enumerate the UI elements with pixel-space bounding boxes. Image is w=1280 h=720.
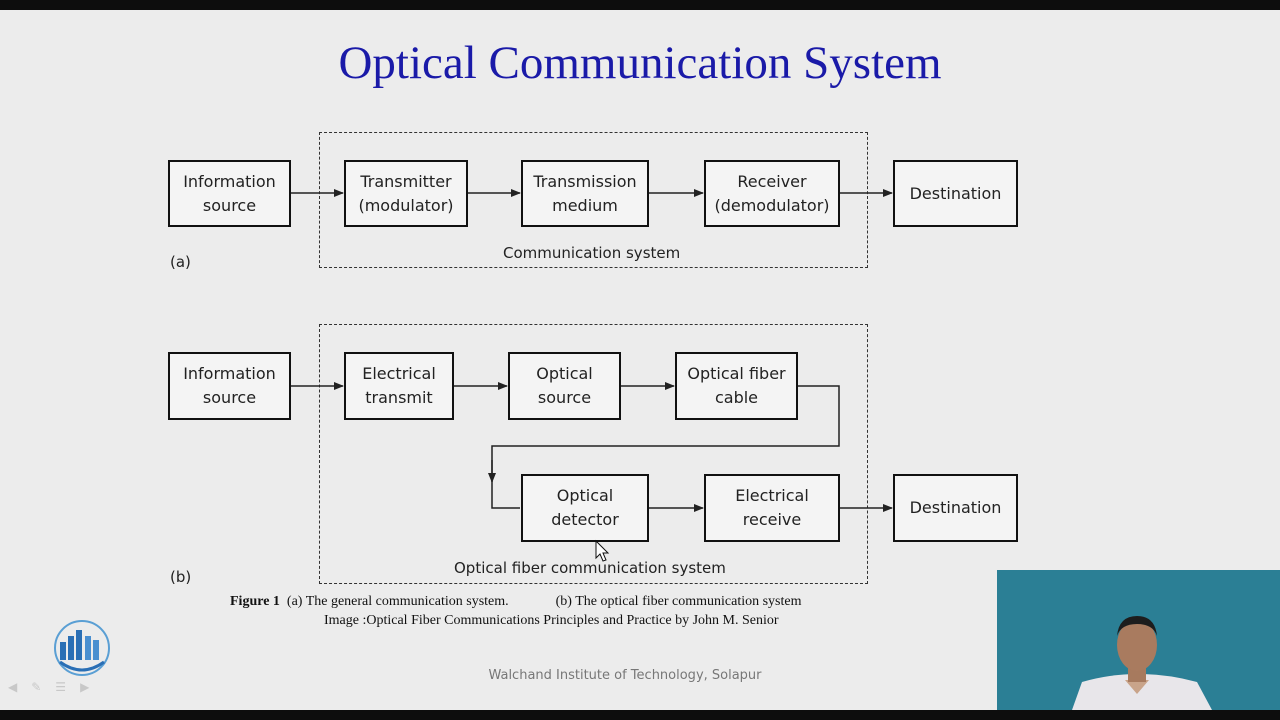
figure-caption: Figure 1 (a) The general communication s… <box>230 594 801 610</box>
optical-fiber-system-boundary <box>319 324 868 584</box>
presenter-video <box>997 570 1280 710</box>
caption-part-a: (a) The general communication system. <box>286 594 509 609</box>
figure-label: Figure 1 <box>230 594 280 609</box>
arrow-right-icon[interactable]: ▶ <box>80 680 90 694</box>
image-source-caption: Image :Optical Fiber Communications Prin… <box>324 613 779 628</box>
a-information-source-box: Information source <box>168 160 291 227</box>
communication-system-boundary <box>319 132 868 268</box>
b-electrical-receive-box: Electrical receive <box>704 474 840 542</box>
a-destination-box: Destination <box>893 160 1018 227</box>
menu-icon[interactable]: ☰ <box>55 680 67 694</box>
bottom-letterbox <box>0 710 1280 720</box>
arrow-left-icon[interactable]: ◀ <box>8 680 18 694</box>
institute-logo-icon <box>54 620 110 676</box>
slide-title: Optical Communication System <box>338 37 942 89</box>
a-receiver-box: Receiver (demodulator) <box>704 160 840 227</box>
b-optical-source-box: Optical source <box>508 352 621 420</box>
b-information-source-box: Information source <box>168 352 291 420</box>
webcam-video-overlay <box>997 570 1280 710</box>
top-letterbox <box>0 0 1280 10</box>
communication-system-label: Communication system <box>503 244 681 262</box>
a-transmitter-box: Transmitter (modulator) <box>344 160 468 227</box>
pen-icon[interactable]: ✎ <box>31 680 42 694</box>
footer-institute: Walchand Institute of Technology, Solapu… <box>488 668 762 683</box>
optical-fiber-system-label: Optical fiber communication system <box>454 559 726 577</box>
diagram-a-label: (a) <box>170 253 191 271</box>
b-electrical-transmit-box: Electrical transmit <box>344 352 454 420</box>
b-optical-fiber-cable-box: Optical fiber cable <box>675 352 798 420</box>
slide-navigation[interactable]: ◀ ✎ ☰ ▶ <box>8 680 128 696</box>
b-optical-detector-box: Optical detector <box>521 474 649 542</box>
a-transmission-medium-box: Transmission medium <box>521 160 649 227</box>
b-destination-box: Destination <box>893 474 1018 542</box>
diagram-b-label: (b) <box>170 568 192 586</box>
caption-part-b: (b) The optical fiber communication syst… <box>555 594 802 609</box>
